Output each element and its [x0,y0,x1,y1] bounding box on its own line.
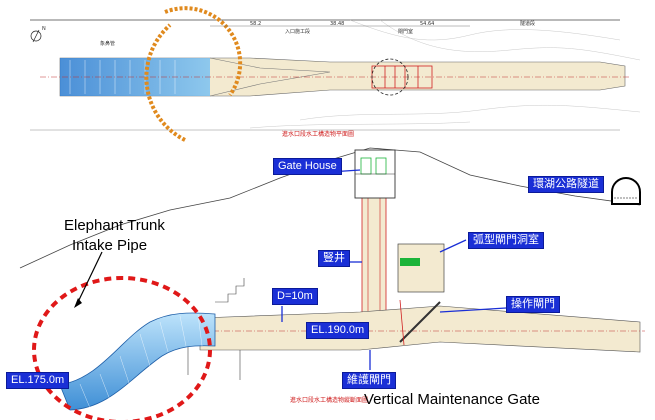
plan-intake-note: 入口施工段 [285,29,311,35]
elephant-trunk-pipe [59,312,216,411]
gate-house-label: Gate House [273,158,342,175]
plan-dim-3: 54.64 [420,21,435,27]
plan-elephant-note: 象鼻管 [100,41,116,47]
arc-gate-chamber [397,243,445,293]
plan-view [30,6,641,142]
elephant-trunk-label-line1: Elephant Trunk [64,217,165,234]
section-title: 進水口段水工構造物縱斷面圖 [290,397,369,404]
operating-gate-leaf [399,301,441,343]
ring-road-tunnel-label: 環湖公路隧道 [528,176,604,193]
section-tunnel [199,305,641,353]
diameter-label: D=10m [272,288,318,305]
operating-gate-label: 操作閘門 [506,296,560,313]
vertical-maintenance-gate-label: Vertical Maintenance Gate [364,391,540,408]
section-view [19,147,645,420]
highlight-circle [32,276,212,420]
plan-north: N [42,26,46,32]
plan-tunnel-note: 隧道段 [520,21,536,27]
plan-title: 進水口段水工構造物平面圖 [282,131,355,138]
plan-gate-area: 閘門室 [398,29,414,35]
plan-dim-2: 38.48 [330,21,345,27]
elephant-arrow [77,251,103,303]
ring-road-tunnel-icon [611,177,641,205]
plan-shaft-circle [371,58,409,96]
maintenance-gate-cn-label: 維護閘門 [342,372,396,389]
arc-gate-chamber-label: 弧型閘門洞室 [468,232,544,249]
shaft-label: 豎井 [318,250,350,267]
el-190-label: EL.190.0m [306,322,370,339]
plan-dim-1: 58.2 [250,21,262,27]
el-175-label: EL.175.0m [6,372,70,389]
plan-cofferdam-arcs [144,6,243,142]
elephant-trunk-label-line2: Intake Pipe [72,237,148,254]
annotation-arrows [281,169,507,370]
stair-structure [187,278,245,380]
plan-contours [249,19,641,129]
